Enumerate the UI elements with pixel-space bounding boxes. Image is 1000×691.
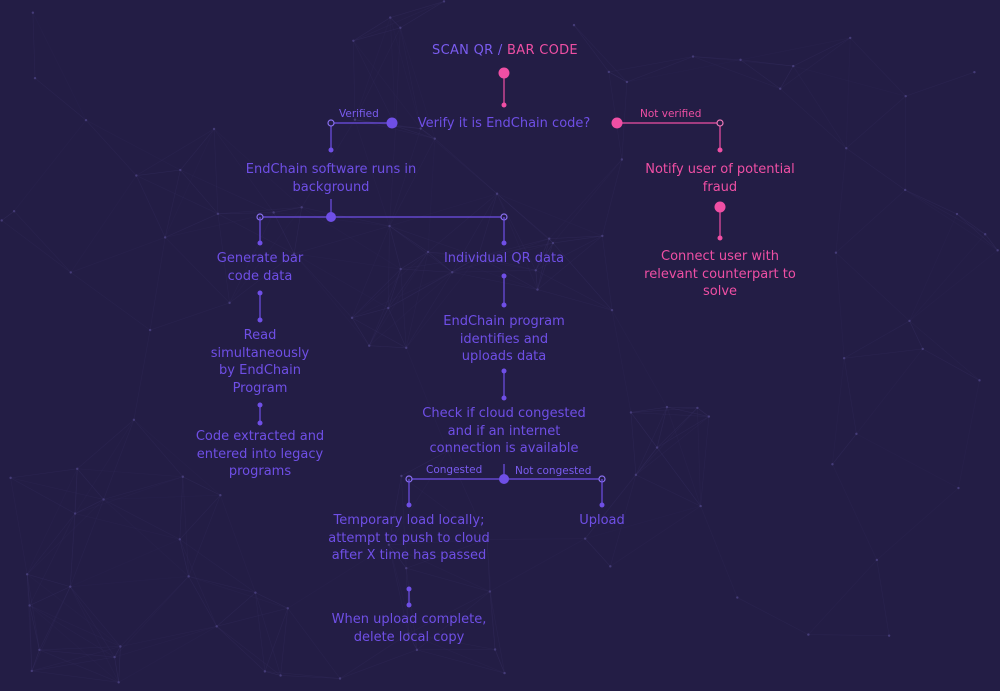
node-verify: Verify it is EndChain code?: [417, 116, 591, 131]
node-check: Check if cloud congested and if an inter…: [422, 406, 586, 456]
node-connect: Connect user with relevant counterpart t…: [644, 249, 796, 299]
node-extracted: Code extracted and entered into legacy p…: [195, 429, 325, 479]
connector-dot-notify: [714, 201, 726, 213]
node-upload: Upload: [579, 513, 625, 528]
node-identifies: EndChain program identifies and uploads …: [443, 314, 565, 364]
connector-dot-verified: [386, 117, 398, 129]
edge-label-congested: Congested: [426, 464, 483, 476]
connector-end-verify: [501, 102, 507, 108]
edge-label-verified: Verified: [339, 108, 379, 120]
node-software: EndChain software runs in background: [245, 162, 417, 195]
node-temp: Temporary load locally; attempt to push …: [328, 513, 490, 563]
node-read: Read simultaneously by EndChain Program: [210, 328, 310, 396]
connector-dot-title: [498, 67, 510, 79]
node-qr: Individual QR data: [443, 251, 565, 266]
edge-label-not-congested: Not congested: [515, 465, 592, 477]
title-part-scan: SCAN QR /: [432, 43, 508, 58]
diagram-title: SCAN QR / BAR CODE: [400, 42, 610, 60]
edge-label-not-verified: Not verified: [640, 108, 702, 120]
connector-dot-not-verified: [611, 117, 623, 129]
node-complete: When upload complete, delete local copy: [331, 612, 487, 645]
node-barcode: Generate bar code data: [216, 251, 304, 284]
title-part-barcode: BAR CODE: [507, 43, 578, 58]
node-notify: Notify user of potential fraud: [645, 162, 795, 195]
